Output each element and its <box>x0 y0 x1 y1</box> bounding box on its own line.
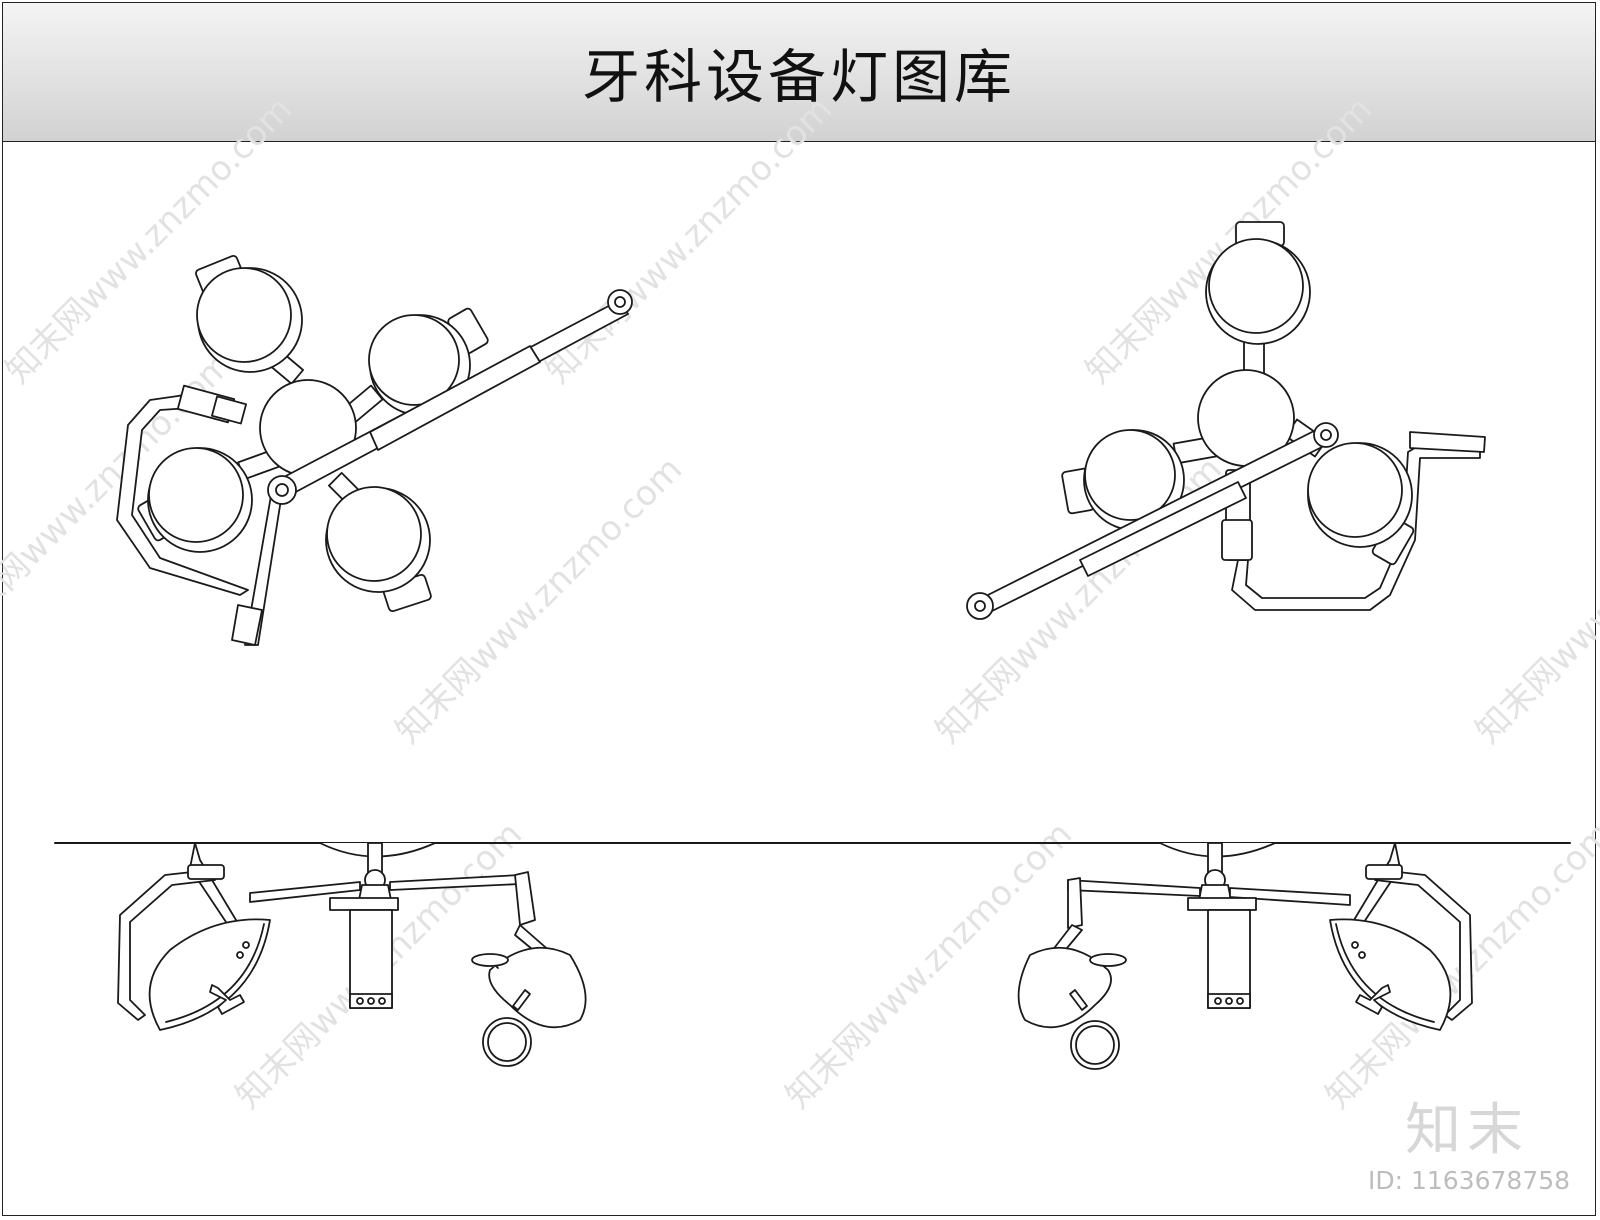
lamp-head <box>148 918 271 1031</box>
lamp-head <box>368 314 471 416</box>
lamp-head <box>1083 429 1185 531</box>
lamp-head <box>1017 946 1127 1029</box>
lamp-head <box>325 486 431 593</box>
watermark-logo: 知末 <box>1405 1098 1529 1163</box>
lamp-head <box>471 946 587 1029</box>
watermark-text: 知末网www.znzmo.com <box>538 89 840 391</box>
title-bar: 牙科设备灯图库 <box>3 3 1595 142</box>
lamp-head <box>1329 918 1452 1031</box>
dental-lamp-elevation-right <box>1017 842 1473 1070</box>
watermark-text: 知末网www.znzmo.com <box>388 449 690 751</box>
dental-lamp-plan-right <box>966 221 1486 620</box>
dental-lamp-elevation-left <box>117 842 587 1067</box>
dental-lamp-plan-left <box>116 255 633 646</box>
lamp-head <box>1205 238 1311 345</box>
watermark-id: ID: 1163678758 <box>1368 1166 1571 1195</box>
monitor-box <box>1207 909 1251 1009</box>
watermark-text: 知末网www.znzmo.com <box>1468 449 1600 751</box>
lamp-head <box>1307 442 1413 548</box>
lamp-head <box>196 267 303 373</box>
watermark-text: 知末网www.znzmo.com <box>1078 89 1380 391</box>
page-title: 牙科设备灯图库 <box>581 43 1016 111</box>
lamp-head <box>147 447 253 553</box>
